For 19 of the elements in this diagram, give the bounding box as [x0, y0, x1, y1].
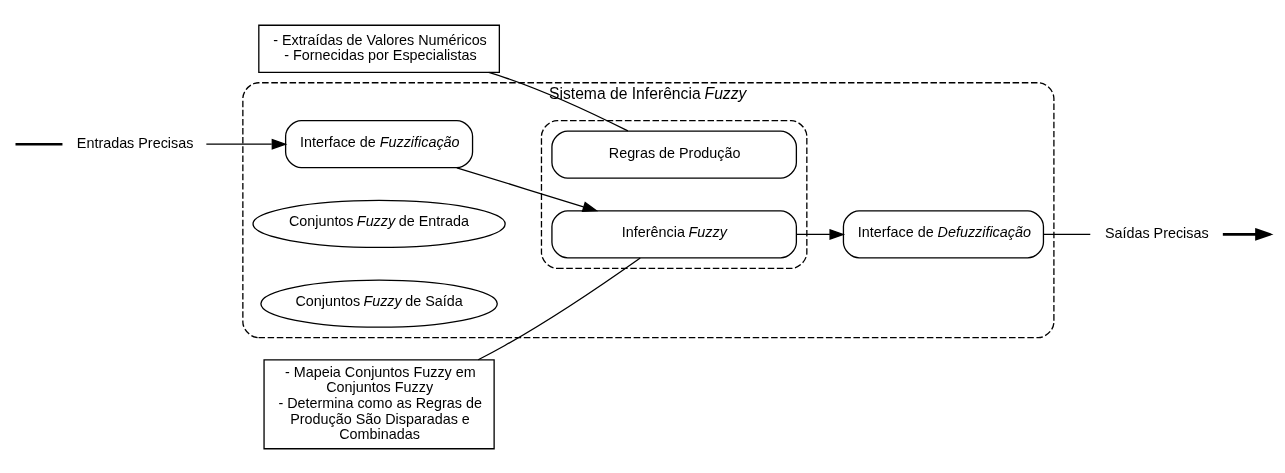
arrow	[1222, 227, 1274, 241]
node-box: Regras de Produção	[551, 129, 798, 179]
arrow	[456, 166, 599, 212]
connector	[488, 71, 629, 132]
connector	[15, 142, 63, 145]
node-box: - Mapeia Conjuntos Fuzzy em Conjuntos Fuzzy - Determina como as Regras de Produção São Disparadas e Combinadas	[263, 358, 495, 449]
cluster	[540, 119, 808, 269]
node-ellipse: Conjuntos Fuzzy de Entrada	[252, 199, 506, 248]
arrow	[205, 138, 288, 150]
node-box: Inferência Fuzzy	[551, 209, 798, 259]
node-box: - Extraídas de Valores Numéricos - Fornecidas por Especialistas	[258, 24, 500, 73]
node-text: Saídas Precisas	[1104, 224, 1209, 241]
arrow	[796, 228, 846, 240]
node-text: Entradas Precisas	[76, 134, 194, 151]
node-ellipse: Conjuntos Fuzzy de Saída	[260, 279, 498, 328]
connector	[477, 256, 641, 360]
node-box: Interface de Fuzzificação	[284, 119, 474, 168]
connector	[1043, 233, 1091, 235]
node-box: Interface de Defuzzificação	[842, 209, 1045, 259]
